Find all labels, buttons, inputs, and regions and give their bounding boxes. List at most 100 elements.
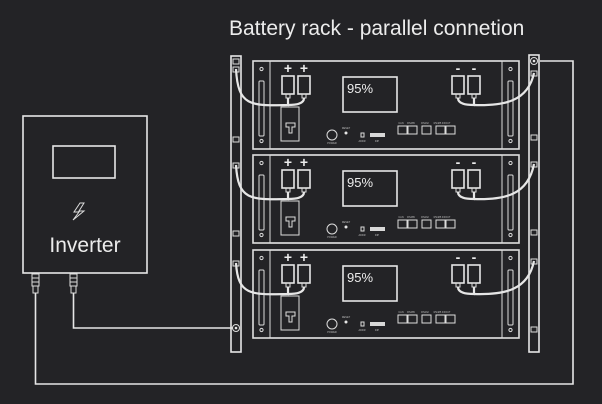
dip-label: DIP <box>375 329 380 332</box>
port-label: RS485 <box>407 122 415 125</box>
positive-sign: + <box>300 60 308 76</box>
comm-port <box>397 125 408 135</box>
dip-label: DIP <box>375 234 380 237</box>
positive-sign: + <box>300 154 308 170</box>
positive-cable <box>287 286 306 296</box>
power-label: POWER <box>327 236 337 239</box>
positive-sign: + <box>284 60 292 76</box>
positive-cable <box>287 191 306 201</box>
breaker <box>280 295 300 331</box>
lightning-bolt-icon <box>72 202 86 221</box>
comm-port <box>445 219 456 229</box>
negative-terminal <box>467 264 481 284</box>
port-label: RS485 IN/OUT <box>434 311 451 314</box>
negative-terminal <box>451 169 465 189</box>
positive-terminal <box>281 169 295 189</box>
power-button <box>326 223 338 235</box>
inverter-connector-positive <box>69 273 78 294</box>
positive-sign: + <box>284 249 292 265</box>
port-label: RS485 <box>407 311 415 314</box>
port-label: RS485 IN/OUT <box>434 122 451 125</box>
negative-sign: - <box>472 154 477 170</box>
positive-sign: + <box>300 249 308 265</box>
port-label: CAN <box>398 216 403 219</box>
positive-sign: + <box>284 154 292 170</box>
dip-switch <box>370 227 385 231</box>
right-handle <box>501 249 520 339</box>
negative-terminal <box>467 169 481 189</box>
positive-terminal <box>281 75 295 95</box>
comm-port <box>421 125 432 135</box>
inverter-connector-negative <box>31 273 40 294</box>
comm-port <box>435 314 446 324</box>
soc-display <box>342 76 398 113</box>
comm-port <box>407 314 418 324</box>
power-button <box>326 318 338 330</box>
reset-label: RESET <box>342 316 351 319</box>
negative-sign: - <box>472 60 477 76</box>
comm-port <box>421 219 432 229</box>
negative-sign: - <box>456 60 461 76</box>
positive-main-cable <box>72 293 233 329</box>
negative-sign: - <box>456 154 461 170</box>
negative-cable <box>456 97 476 107</box>
port-label: RS232 <box>421 311 429 314</box>
inverter-display <box>52 145 116 179</box>
reset-label: RESET <box>342 221 351 224</box>
negative-terminal <box>451 75 465 95</box>
negative-sign: - <box>456 249 461 265</box>
positive-cable <box>234 164 290 201</box>
reset-button <box>344 225 348 229</box>
port-label: RS232 <box>421 122 429 125</box>
breaker <box>280 200 300 236</box>
soc-value: 95% <box>347 270 373 285</box>
positive-cable <box>287 97 306 107</box>
right-rack-rail <box>528 54 540 353</box>
reset-button <box>344 320 348 324</box>
addr-switch <box>360 321 365 327</box>
breaker <box>280 106 300 142</box>
positive-terminal <box>297 264 311 284</box>
positive-cable <box>234 68 290 107</box>
comm-port <box>407 219 418 229</box>
soc-display <box>342 265 398 302</box>
addr-label: ADDR <box>358 140 365 143</box>
positive-cable <box>234 262 290 296</box>
negative-terminal <box>467 75 481 95</box>
right-handle <box>501 60 520 150</box>
reset-label: RESET <box>342 127 351 130</box>
negative-main-cable <box>34 60 574 385</box>
port-label: CAN <box>398 311 403 314</box>
comm-port <box>435 219 446 229</box>
port-label: RS232 <box>421 216 429 219</box>
power-label: POWER <box>327 331 337 334</box>
right-handle <box>501 154 520 244</box>
comm-port <box>407 125 418 135</box>
negative-cable <box>473 260 536 296</box>
comm-port <box>421 314 432 324</box>
dip-switch <box>370 322 385 326</box>
positive-terminal <box>297 169 311 189</box>
negative-sign: - <box>472 249 477 265</box>
power-label: POWER <box>327 142 337 145</box>
reset-button <box>344 131 348 135</box>
soc-value: 95% <box>347 81 373 96</box>
negative-cable <box>456 286 476 296</box>
dip-switch <box>370 133 385 137</box>
negative-terminal <box>451 264 465 284</box>
negative-cable <box>473 72 536 107</box>
negative-cable <box>456 191 476 201</box>
comm-port <box>435 125 446 135</box>
left-rack-rail <box>230 55 242 353</box>
port-label: RS485 IN/OUT <box>434 216 451 219</box>
inverter: Inverter <box>22 115 148 294</box>
comm-port <box>445 314 456 324</box>
inverter-label: Inverter <box>49 234 120 257</box>
negative-cable <box>473 163 536 201</box>
diagram-title: Battery rack - parallel connetion <box>229 17 524 40</box>
positive-terminal <box>281 264 295 284</box>
